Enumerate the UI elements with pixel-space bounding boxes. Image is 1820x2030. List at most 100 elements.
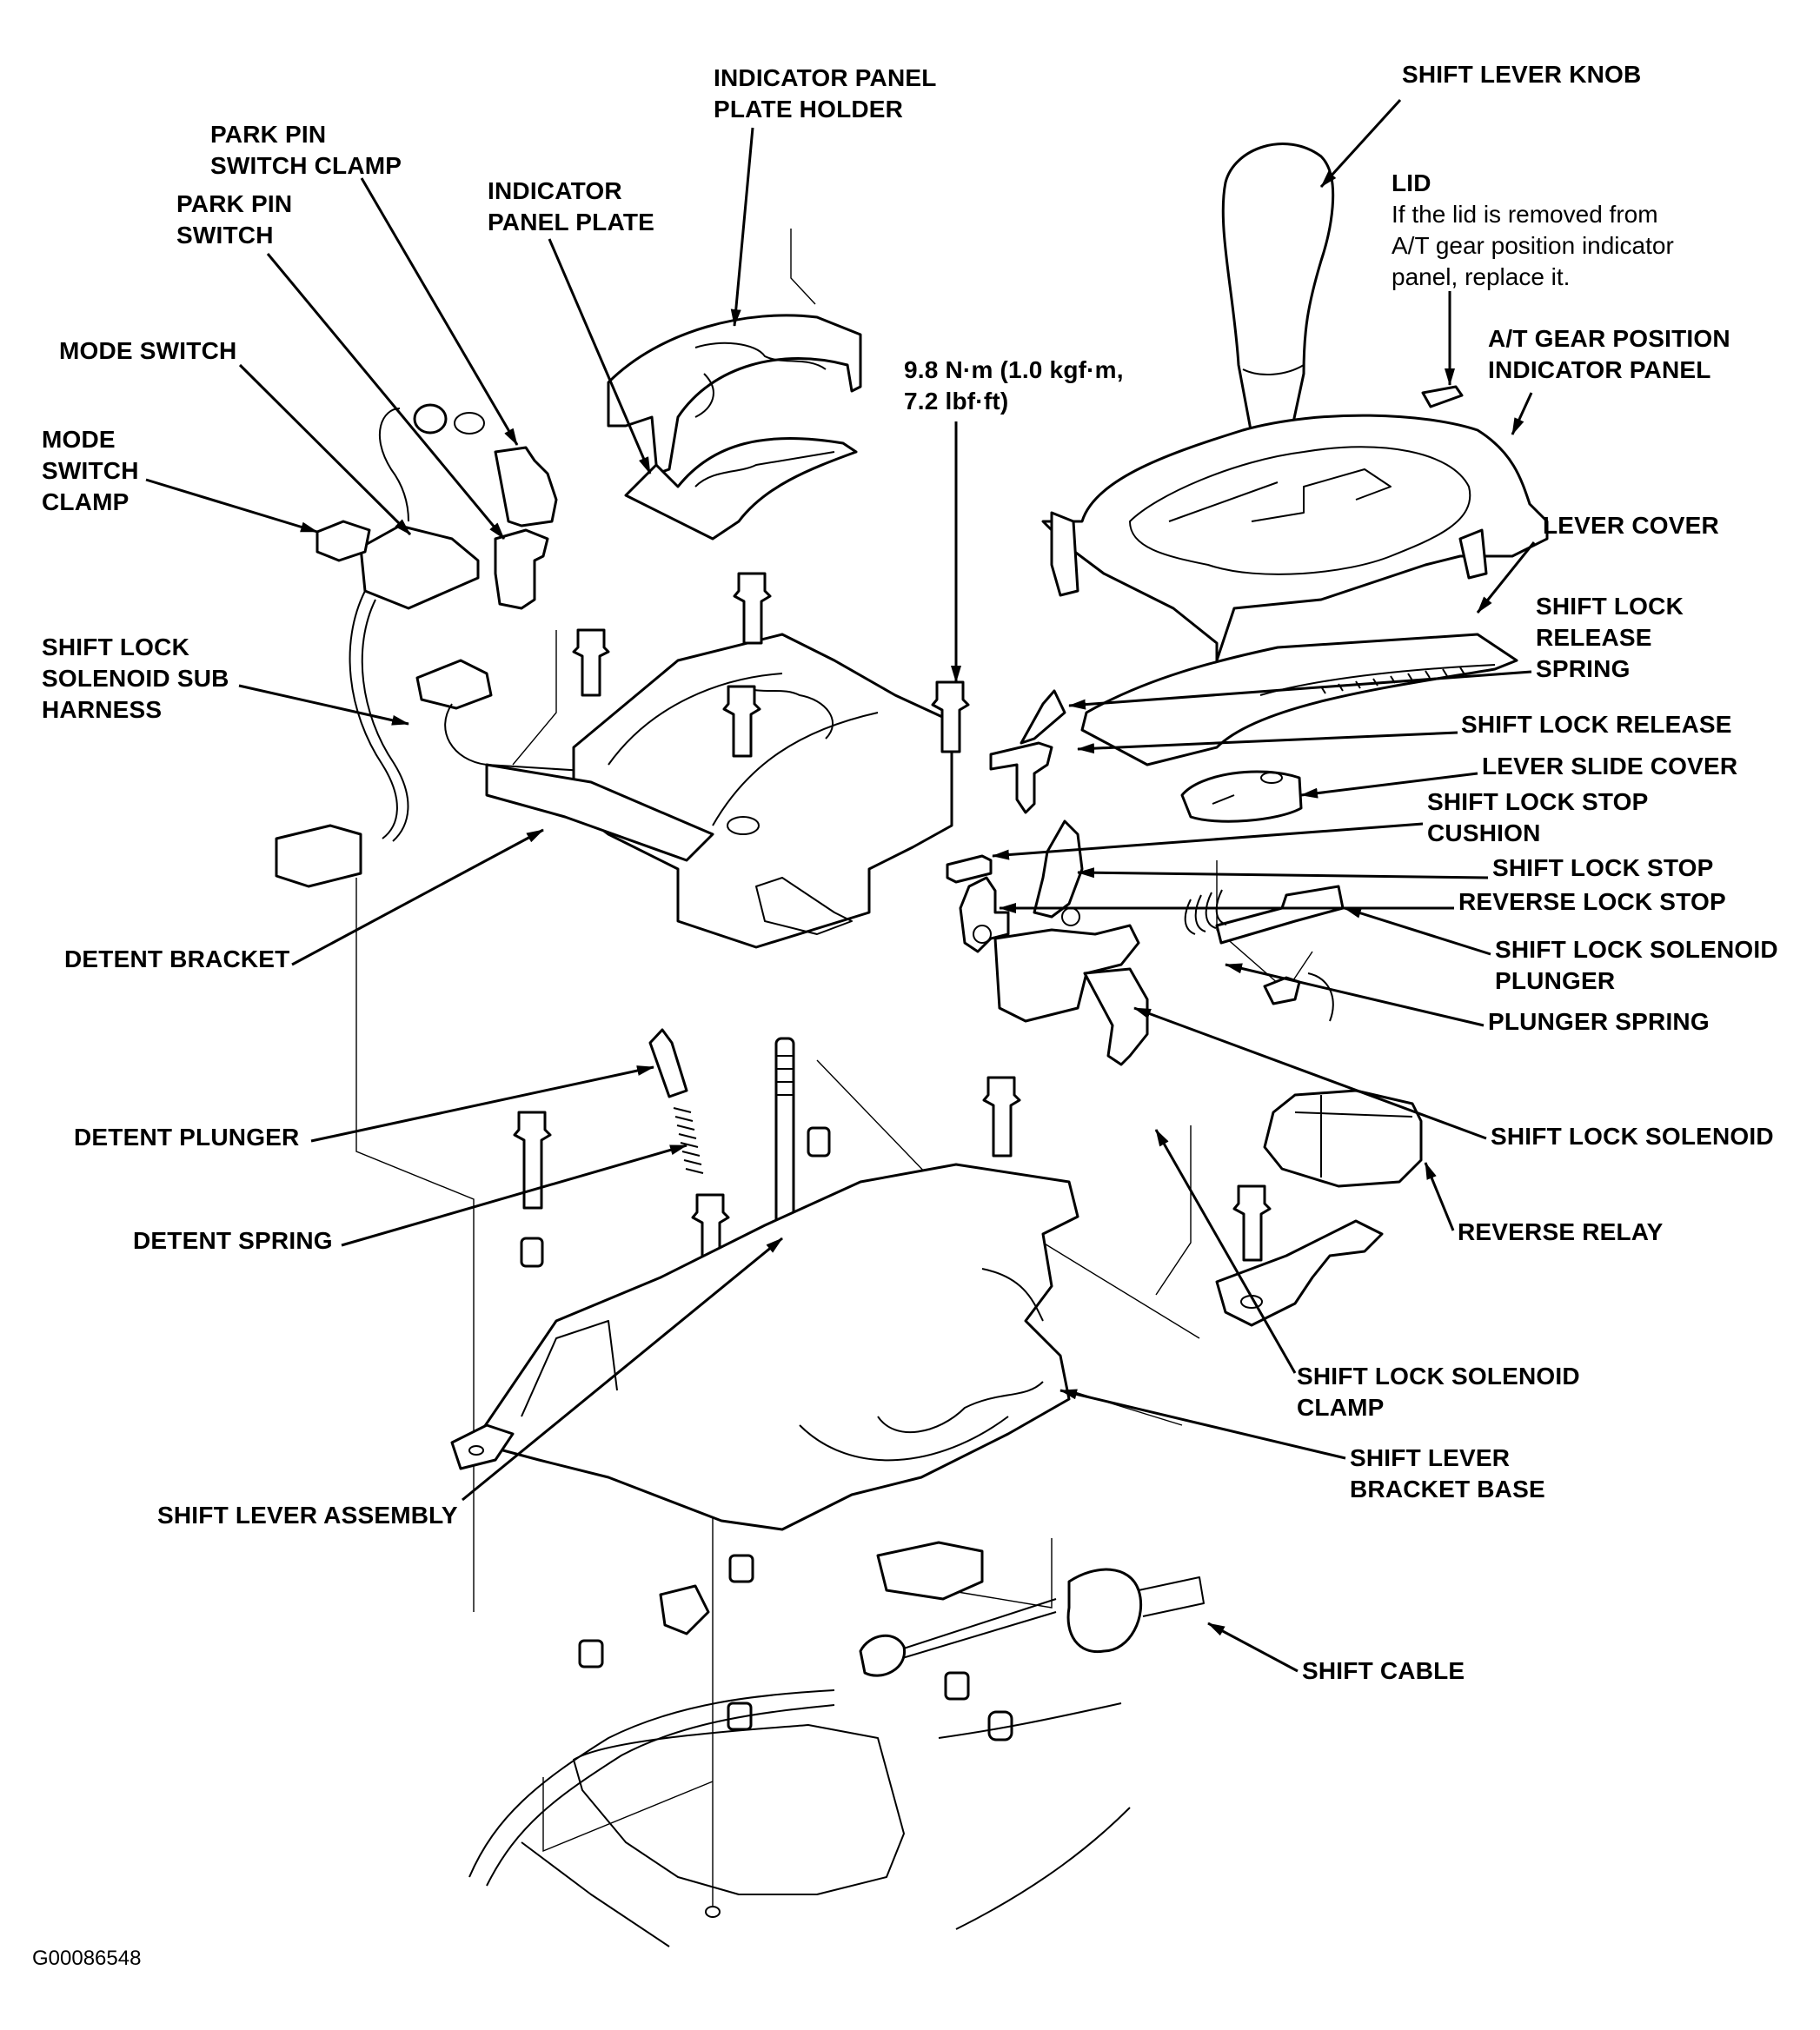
label-shift-lever-knob: SHIFT LEVER KNOB [1402, 59, 1641, 90]
label-torque-spec: 9.8 N·m (1.0 kgf·m, 7.2 lbf·ft) [904, 355, 1124, 417]
label-line: SHIFT LOCK RELEASE [1461, 711, 1732, 738]
label-shift-lever-assembly: SHIFT LEVER ASSEMBLY [157, 1500, 458, 1531]
label-line: CUSHION [1427, 819, 1541, 846]
shift-lock-solenoid-sub-harness-drawing [275, 590, 627, 888]
bolt-icon [982, 1076, 1021, 1158]
label-shift-lock-solenoid-sub-harness: SHIFT LOCK SOLENOID SUB HARNESS [42, 632, 229, 726]
label-at-gear-position-indicator-panel: A/T GEAR POSITION INDICATOR PANEL [1488, 323, 1730, 386]
label-reverse-relay: REVERSE RELAY [1458, 1217, 1664, 1248]
label-line: CLAMP [42, 488, 130, 515]
shift-lock-release-drawing [989, 689, 1066, 814]
label-line: SHIFT CABLE [1302, 1657, 1465, 1684]
label-reverse-lock-stop: REVERSE LOCK STOP [1458, 886, 1726, 918]
indicator-panel-plate-holder-drawing [607, 314, 862, 475]
label-line: SWITCH [176, 222, 274, 249]
label-line: SHIFT LOCK [42, 634, 189, 660]
bolt-icon [572, 628, 610, 697]
label-line: INDICATOR PANEL [1488, 356, 1711, 383]
indicator-panel-plate-drawing [624, 436, 858, 541]
note-line: A/T gear position indicator [1392, 232, 1674, 259]
label-mode-switch-clamp: MODE SWITCH CLAMP [42, 424, 139, 518]
label-line: SOLENOID SUB [42, 665, 229, 692]
label-detent-plunger: DETENT PLUNGER [74, 1122, 299, 1153]
label-line: INDICATOR [488, 177, 622, 204]
label-lever-cover: LEVER COVER [1543, 510, 1719, 541]
shift-cable-drawing [859, 1568, 1205, 1677]
shift-lock-solenoid-plunger-drawing [1215, 885, 1345, 945]
label-line: SWITCH CLAMP [210, 152, 402, 179]
label-line: REVERSE RELAY [1458, 1218, 1664, 1245]
label-line: CLAMP [1297, 1394, 1385, 1421]
label-line: SPRING [1536, 655, 1631, 682]
label-line: SWITCH [42, 457, 139, 484]
leader-lines [145, 98, 1536, 1673]
label-shift-lock-stop: SHIFT LOCK STOP [1492, 852, 1714, 884]
label-line: SHIFT LOCK SOLENOID [1297, 1363, 1580, 1390]
label-shift-lock-release: SHIFT LOCK RELEASE [1461, 709, 1732, 740]
park-pin-switch-drawing [378, 403, 549, 610]
detent-bracket-housing-drawing [485, 633, 953, 949]
label-line: SHIFT LEVER [1350, 1444, 1511, 1471]
bolt-icon [733, 572, 772, 645]
label-line: LID [1392, 169, 1431, 196]
shift-lever-knob-drawing [1221, 143, 1335, 436]
label-detent-spring: DETENT SPRING [133, 1225, 333, 1257]
label-line: SHIFT LOCK [1536, 593, 1684, 620]
detent-spring-drawing [673, 1107, 704, 1174]
label-line: 9.8 N·m (1.0 kgf·m, [904, 356, 1124, 383]
label-line: DETENT BRACKET [64, 945, 290, 972]
label-shift-lever-bracket-base: SHIFT LEVER BRACKET BASE [1350, 1443, 1545, 1505]
at-gear-position-indicator-panel-drawing [1041, 385, 1549, 662]
label-line: PLUNGER [1495, 967, 1616, 994]
note-line: panel, replace it. [1392, 263, 1571, 290]
figure-id: G00086548 [32, 1947, 142, 1970]
label-park-pin-switch-clamp: PARK PIN SWITCH CLAMP [210, 119, 402, 182]
shift-lock-stop-drawing [1033, 819, 1084, 926]
label-line: INDICATOR PANEL [714, 64, 937, 91]
label-line: DETENT PLUNGER [74, 1124, 300, 1151]
label-line: MODE [42, 426, 116, 453]
label-lid: LID [1392, 168, 1431, 199]
label-line: PARK PIN [176, 190, 293, 217]
label-line: 7.2 lbf·ft) [904, 388, 1009, 415]
bolt-icon [722, 685, 761, 758]
shift-lock-solenoid-clamp-drawing [1215, 1219, 1384, 1327]
label-line: SHIFT LOCK SOLENOID [1495, 936, 1778, 963]
bolt-icon [931, 680, 970, 753]
shift-lever-bracket-base-drawing [450, 1163, 1079, 1531]
label-lever-slide-cover: LEVER SLIDE COVER [1482, 751, 1737, 782]
label-line: SHIFT LEVER KNOB [1402, 61, 1642, 88]
label-line: PLATE HOLDER [714, 96, 904, 123]
bolt-icon [1232, 1184, 1272, 1262]
label-line: PLUNGER SPRING [1488, 1008, 1710, 1035]
park-pin-switch-clamp-drawing [454, 412, 558, 527]
bolt-icon [513, 1111, 552, 1210]
label-shift-cable: SHIFT CABLE [1302, 1655, 1465, 1687]
bolts [513, 572, 1272, 1270]
label-shift-lock-stop-cushion: SHIFT LOCK STOP CUSHION [1427, 786, 1649, 849]
label-park-pin-switch: PARK PIN SWITCH [176, 189, 292, 251]
plunger-spring-drawing [1184, 889, 1227, 935]
label-shift-lock-release-spring: SHIFT LOCK RELEASE SPRING [1536, 591, 1684, 685]
label-indicator-panel-plate-holder: INDICATOR PANEL PLATE HOLDER [714, 63, 937, 125]
label-line: RELEASE [1536, 624, 1652, 651]
label-line: HARNESS [42, 696, 163, 723]
label-plunger-spring: PLUNGER SPRING [1488, 1006, 1710, 1038]
shift-lock-solenoid-drawing [993, 924, 1334, 1066]
label-shift-lock-solenoid: SHIFT LOCK SOLENOID [1491, 1121, 1774, 1152]
label-line: MODE SWITCH [59, 337, 237, 364]
label-shift-lock-solenoid-clamp: SHIFT LOCK SOLENOID CLAMP [1297, 1361, 1580, 1423]
floor-panel-and-harness-drawing [468, 1541, 1131, 1947]
label-mode-switch: MODE SWITCH [59, 335, 236, 367]
label-line: LEVER SLIDE COVER [1482, 753, 1738, 779]
label-line: SHIFT LOCK STOP [1427, 788, 1649, 815]
label-line: PANEL PLATE [488, 209, 654, 236]
shift-lock-stop-cushion-drawing [946, 854, 993, 884]
mode-switch-drawing [359, 524, 480, 610]
label-line: PARK PIN [210, 121, 327, 148]
label-line: SHIFT LOCK SOLENOID [1491, 1123, 1774, 1150]
lid-replacement-note: If the lid is removed from A/T gear posi… [1392, 199, 1674, 293]
label-shift-lock-solenoid-plunger: SHIFT LOCK SOLENOID PLUNGER [1495, 934, 1778, 997]
mode-switch-clamp-drawing [316, 520, 371, 562]
label-detent-bracket: DETENT BRACKET [64, 944, 289, 975]
